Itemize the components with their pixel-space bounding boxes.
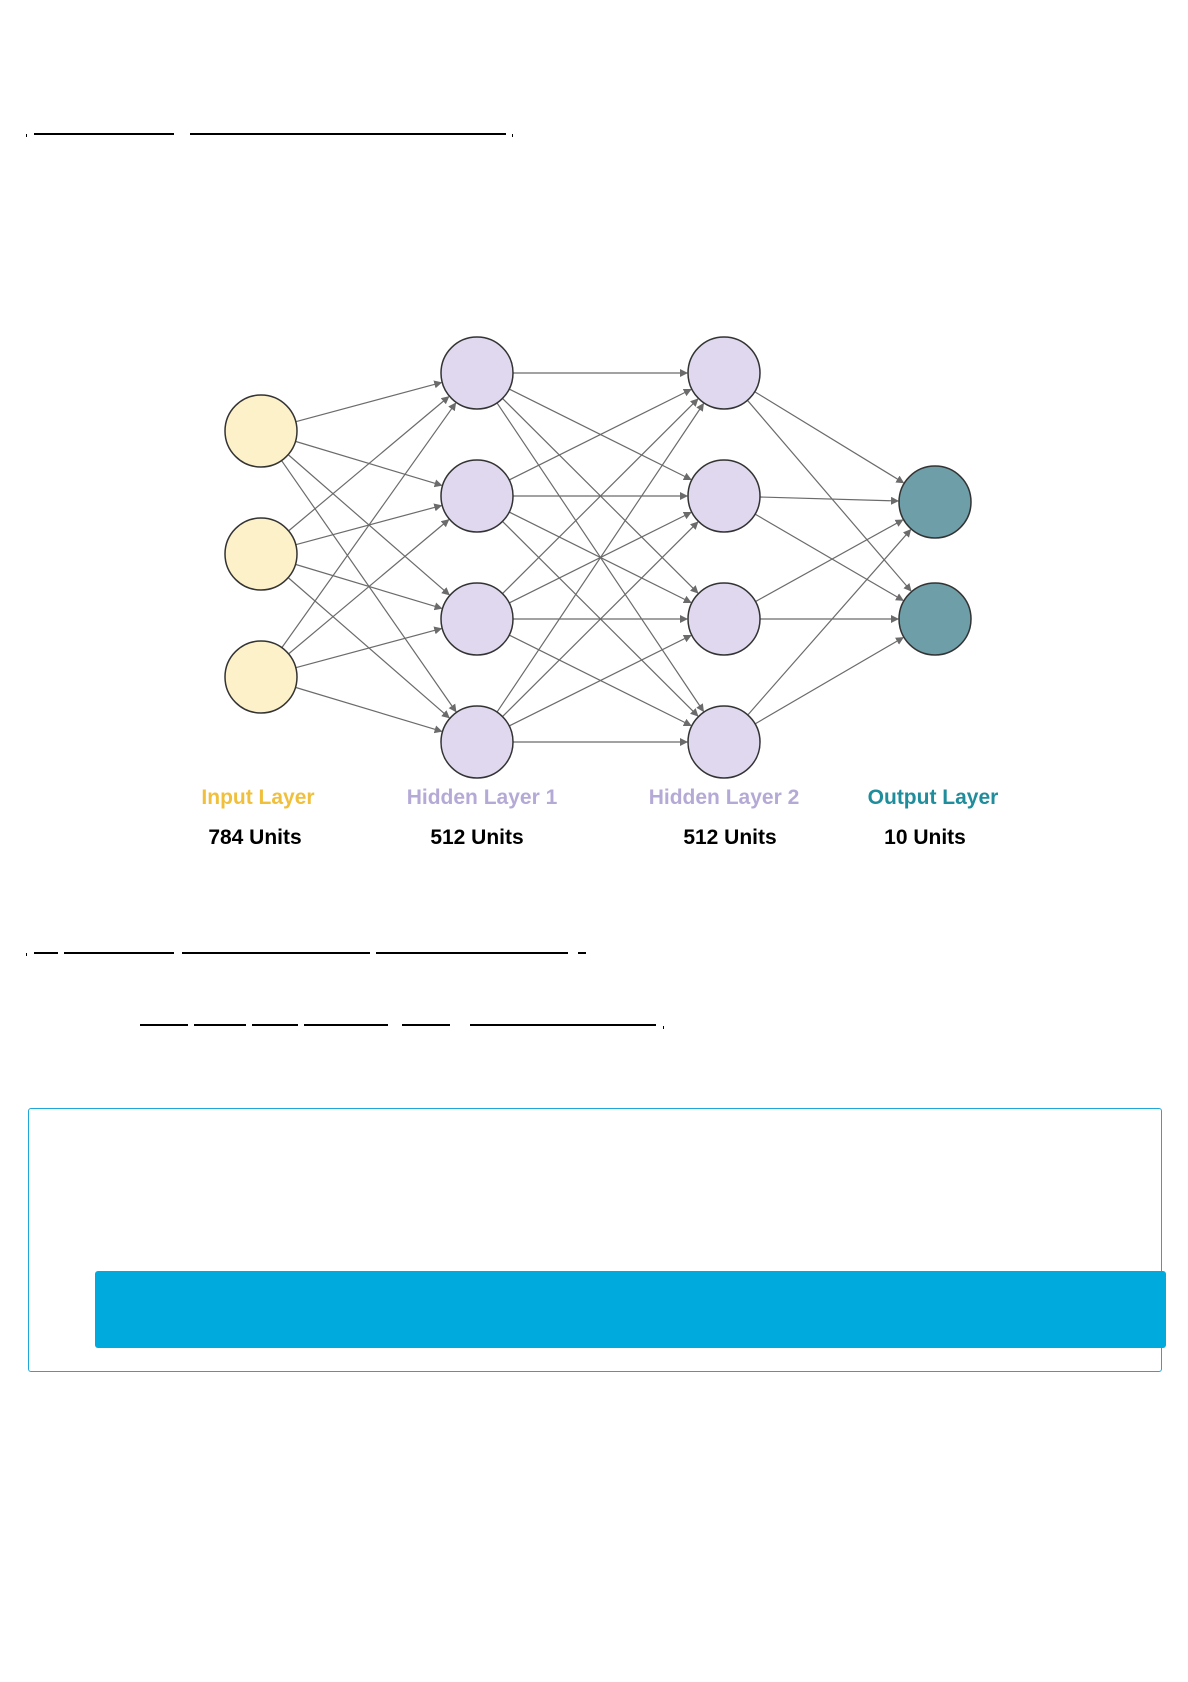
connection-edges — [281, 369, 912, 746]
layer-1-node-3 — [440, 705, 514, 779]
edge-l1-n3-to-n0 — [496, 402, 704, 713]
edge-l2-n3-to-n0 — [747, 529, 912, 716]
layer-0-node-2 — [224, 640, 298, 714]
layer-2-node-2 — [687, 582, 761, 656]
layer-2-node-3 — [687, 705, 761, 779]
hidden-layer-2-units: 512 Units — [683, 826, 776, 849]
edge-l2-n0-to-n1 — [746, 399, 912, 592]
edge-l2-n1-to-n1 — [754, 513, 904, 601]
layer-nodes — [224, 336, 972, 779]
edge-l1-n2-to-n0 — [502, 398, 699, 595]
edge-l0-n2-to-n1 — [288, 519, 450, 655]
layer-0-node-1 — [224, 517, 298, 591]
neural-network-diagram: Input Layer 784 Units Hidden Layer 1 512… — [201, 336, 999, 849]
edge-l2-n3-to-n1 — [754, 637, 904, 725]
edge-l0-n2-to-n2 — [295, 626, 443, 669]
output-layer-units: 10 Units — [884, 826, 966, 849]
input-layer-title: Input Layer — [201, 786, 314, 809]
hidden-layer-1-units: 512 Units — [430, 826, 523, 849]
edge-l0-n0-to-n0 — [295, 380, 443, 423]
layer-1-node-1 — [440, 459, 514, 533]
edge-l0-n1-to-n0 — [288, 396, 450, 532]
output-layer-title: Output Layer — [868, 786, 999, 809]
edge-l2-n2-to-n0 — [755, 519, 904, 603]
hidden-layer-1-title: Hidden Layer 1 — [407, 786, 558, 809]
edge-l1-n3-to-n1 — [502, 521, 699, 718]
layer-2-node-1 — [687, 459, 761, 533]
layer-3-node-0 — [898, 465, 972, 539]
edge-l2-n0-to-n0 — [754, 391, 905, 484]
layer-1-node-2 — [440, 582, 514, 656]
edge-l1-n3-to-n2 — [508, 634, 692, 727]
edge-l0-n2-to-n3 — [295, 686, 443, 734]
layer-1-node-0 — [440, 336, 514, 410]
hidden-layer-2-title: Hidden Layer 2 — [649, 786, 800, 809]
layer-2-node-0 — [687, 336, 761, 410]
callout-bar — [95, 1271, 1166, 1348]
edge-l1-n1-to-n0 — [508, 388, 692, 481]
callout-box — [28, 1108, 1162, 1372]
layer-0-node-0 — [224, 394, 298, 468]
edge-l2-n1-to-n0 — [759, 496, 900, 505]
layer-3-node-1 — [898, 582, 972, 656]
edge-l0-n2-to-n0 — [281, 402, 457, 649]
input-layer-units: 784 Units — [208, 826, 301, 849]
